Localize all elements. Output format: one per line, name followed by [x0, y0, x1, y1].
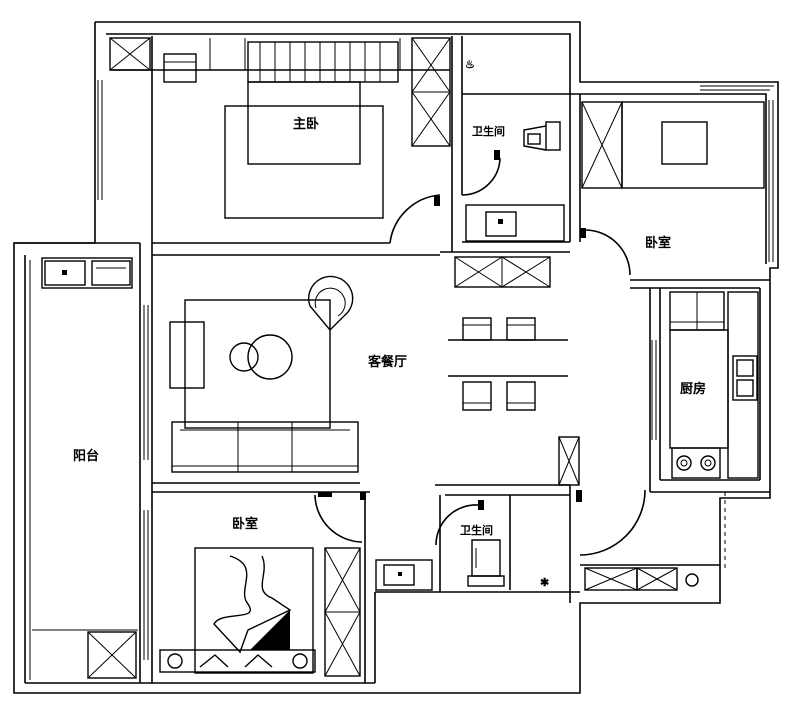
- armchair-icon: [163, 53, 197, 83]
- utility-area: [580, 564, 720, 591]
- room-label-bath-south: 卫生间: [460, 523, 493, 537]
- svg-text:✱: ✱: [540, 576, 549, 589]
- wardrobe-icon: [324, 547, 361, 677]
- room-label-kitchen: 厨房: [680, 381, 706, 397]
- bed-icon: [621, 101, 765, 189]
- bed-icon: [224, 41, 399, 219]
- toilet-icon: [467, 539, 505, 587]
- room-label-living: 客餐厅: [368, 354, 407, 370]
- armchair-icon: [307, 275, 354, 332]
- washbasin-icon: [375, 559, 433, 591]
- living-dining: 客餐厅: [169, 275, 646, 556]
- balcony: 阳台: [32, 257, 138, 679]
- room-label-bedroom-south: 卧室: [232, 516, 258, 532]
- room-label-bath-north: 卫生间: [472, 124, 505, 138]
- door-swing-icon: [314, 494, 363, 543]
- wardrobe-icon: [558, 436, 580, 486]
- tv-cabinet-icon: [169, 321, 205, 389]
- tea-table-icon: [229, 334, 293, 380]
- washing-machine-icon: [41, 257, 133, 289]
- bathroom-north: ♨ 卫生间: [454, 58, 565, 288]
- bathroom-south: 卫生间 ✱: [375, 500, 549, 591]
- room-label-bedroom-east: 卧室: [645, 235, 671, 251]
- outer-walls: [13, 21, 779, 694]
- door-swing-icon: [389, 194, 441, 244]
- wardrobe-icon: [411, 37, 451, 147]
- wardrobe-icon: [584, 567, 678, 591]
- sofa-icon: [171, 421, 359, 473]
- bed-icon: [194, 547, 314, 674]
- fridge-icon: [669, 291, 725, 331]
- room-label-master: 主卧: [293, 116, 319, 132]
- wardrobe-icon: [454, 256, 551, 288]
- stove-icon: [671, 447, 721, 479]
- wardrobe-icon: [87, 631, 137, 679]
- door-swing-icon: [583, 229, 631, 276]
- armchair-icon: [159, 649, 316, 673]
- wardrobe-icon: [581, 101, 623, 189]
- door-swing-icon: [435, 504, 479, 546]
- bedroom-south: 卧室: [159, 492, 366, 677]
- svg-text:♨: ♨: [465, 58, 475, 71]
- dining-chair-icon: [448, 317, 568, 411]
- sink-icon: [732, 355, 758, 401]
- bedroom-east: 卧室: [580, 101, 765, 276]
- room-label-balcony: 阳台: [73, 448, 99, 464]
- kitchen: 厨房: [669, 291, 759, 479]
- master-bedroom: 主卧: [109, 37, 451, 244]
- toilet-icon: [523, 121, 561, 151]
- door-swing-icon: [579, 489, 646, 556]
- washbasin-icon: [465, 204, 565, 242]
